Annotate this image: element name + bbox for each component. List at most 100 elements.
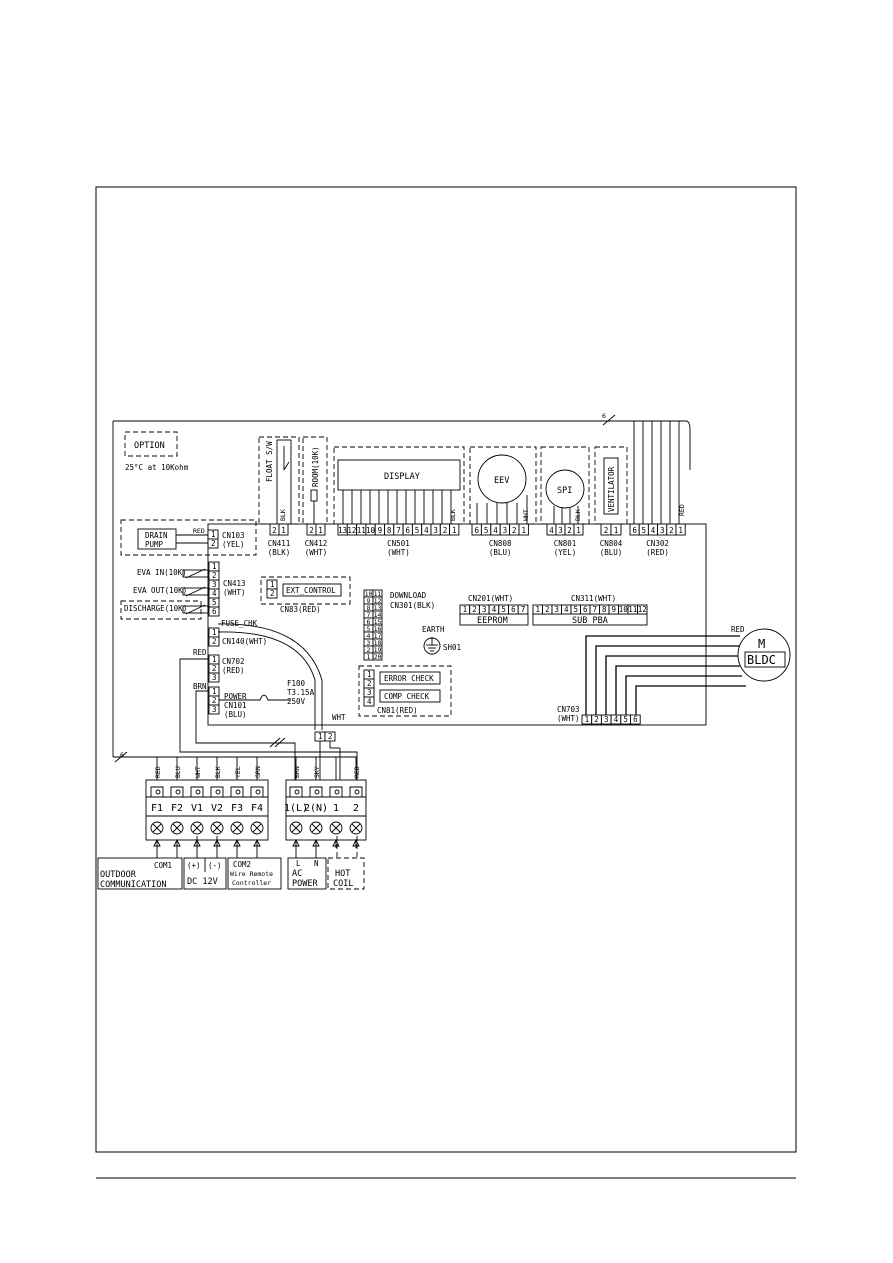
cn702-pin-1: 1 [212,655,217,664]
top-cn6-pin: 3 [660,526,665,535]
cn101-color: (BLU) [224,710,247,719]
fuse-chk-label: FUSE_CHK [221,619,258,628]
cn703-pin: 3 [604,715,609,724]
top-connector-name: CN411 [268,539,291,548]
download-pin: 6 [367,618,371,626]
top-cn5-pin: 2 [604,526,609,535]
term-left-cap-hole [175,789,181,795]
eev-label: EEV [494,476,509,486]
cn83-pin-1: 1 [270,580,275,589]
fuse-line2: T3.15A [287,688,315,697]
top-cn6-pin: 5 [642,526,647,535]
cn311-pin: 9 [611,605,616,614]
float-switch-label: FLOAT S/W [265,441,274,482]
term-right-cap [349,786,363,797]
earth-ref: SH01 [443,643,461,652]
spi-group: SPI BLK [540,446,590,525]
top-cn2-pin: 6 [405,526,410,535]
term-left-wire-color: RED [154,766,162,778]
power-title: POWER [224,692,247,701]
wire-remote-box: COM2 Wire Remote Controller [227,848,282,890]
ext-control-group: 1 2 EXT_CONTROL CN83(RED) [260,576,351,614]
term-left-label: F1 [151,803,163,814]
cn311-pin: 6 [583,605,588,614]
cn413-name: CN413 [223,579,246,588]
cn413-pin-4: 4 [212,589,217,598]
term-right-wire-color: SKY [313,766,321,778]
term-left-cap [170,786,184,797]
term-right-screw [349,821,363,835]
download-pin: 19 [374,646,382,654]
option-box [124,431,178,457]
motor-type-label: BLDC [747,653,776,667]
download-pin: 9 [367,597,371,605]
drain-pump-line1: DRAIN [145,531,168,540]
cn702-pin-3: 3 [212,673,217,682]
term-right-cap-hole [294,789,300,795]
top-cn3-pin: 3 [503,526,508,535]
float-switch-group: FLOAT S/W BLK [258,436,300,525]
cn83-name: CN83(RED) [280,605,321,614]
motor-m-label: M [758,637,765,651]
top-cn2-pin: 10 [366,526,376,535]
cn-small-pin-1: 1 [318,732,323,741]
download-pin: 14 [374,611,382,619]
cn702-group: RED 1 2 3 CN702 (RED) [179,648,358,780]
term-left-label: V2 [211,803,223,814]
cn311-pin: 12 [638,605,647,614]
download-pin: 17 [374,632,382,640]
download-pin: 20 [374,653,382,661]
term-left-cap-hole [215,789,221,795]
power-wire-wht: WHT [332,713,346,722]
cn81-name: CN81(RED) [377,706,418,715]
cn311-name: CN311(WHT) [571,594,616,603]
dc-minus: (-) [208,861,222,870]
term-left-screw [190,821,204,835]
cn81-pin-1: 1 [367,670,372,679]
motor-group: RED M BLDC CN703 (WHT) [557,625,791,723]
com1-label: COM1 [154,861,172,870]
cn103-pin-2: 2 [211,539,216,548]
top-cn2-pin: 5 [415,526,420,535]
display-wire-blk: BLK [449,509,457,521]
ventilator-group: VENTILATOR [594,446,628,525]
cn703-pin: 5 [623,715,628,724]
top-cn2-pin: 13 [338,526,347,535]
term-right-arrow [312,838,320,847]
download-pin: 5 [367,625,371,633]
top-cn6-pin: 4 [651,526,656,535]
term-left-wire-color: BLU [174,766,182,778]
ac-power-box: L N AC POWER [287,848,327,890]
cn702-wire-red: RED [193,648,207,657]
top-connector-color: (WHT) [387,548,410,557]
ac-n: N [314,859,319,868]
spi-label: SPI [557,486,572,496]
top-cn0-pin: 1 [281,526,286,535]
cn311-pin: 11 [628,605,637,614]
cn101-pin-2: 2 [212,696,217,705]
cn-small-pin-2: 2 [328,732,333,741]
download-name: CN301(BLK) [390,601,435,610]
term-left-wire-color: GRN [254,766,262,778]
download-pin: 11 [374,590,382,598]
term-left-screw-x [252,823,262,833]
float-wire-blk: BLK [279,509,287,521]
drain-pump-line2: PUMP [145,540,164,549]
term-left-label: F3 [231,803,243,814]
top-connector-name: CN804 [600,539,623,548]
top-cn2-pin: 9 [378,526,383,535]
term-left-screw [230,821,244,835]
cn302-bundle: RED [633,420,691,524]
spi-wire-blk: BLK [574,509,582,521]
term-right-screw [289,821,303,835]
top-cn2-pin: 8 [387,526,392,535]
top-connector-color: (RED) [646,548,669,557]
cn201-pin: 2 [472,605,477,614]
term-left-screw-x [152,823,162,833]
top-cn6-pin: 2 [669,526,674,535]
download-pin: 16 [374,625,382,633]
fuse-line3: 250V [287,697,306,706]
